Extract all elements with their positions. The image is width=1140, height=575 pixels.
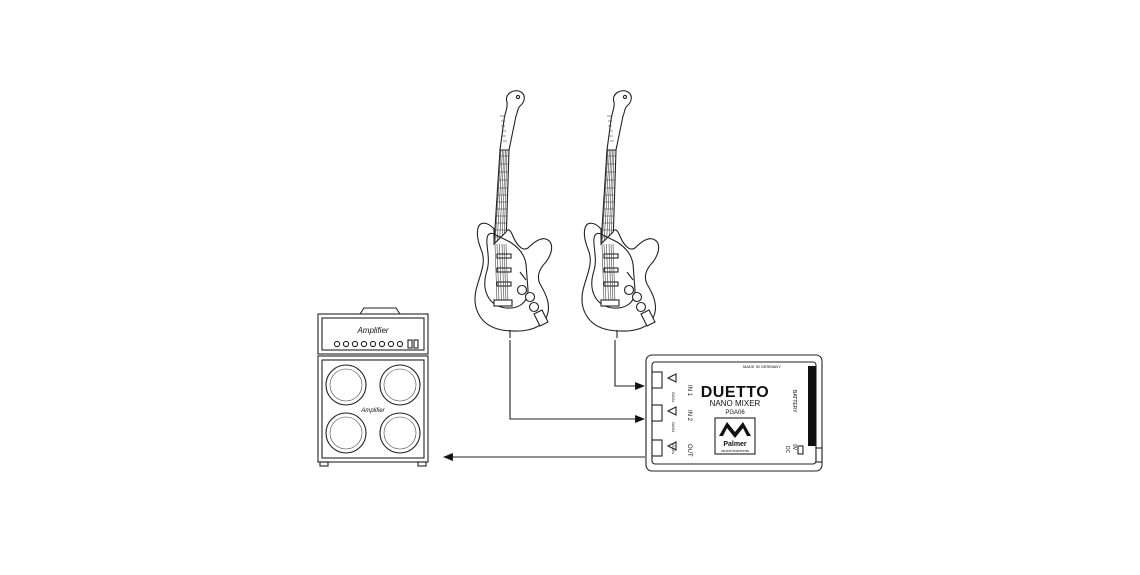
amp-cabinet (317, 355, 429, 463)
amp-head-knobs (333, 339, 419, 349)
dc-socket-icon (797, 445, 804, 455)
electric-guitar-icon (474, 90, 553, 339)
signal-cables (443, 340, 645, 461)
dc-label: DC (784, 446, 790, 454)
electric-guitar-icon (581, 90, 660, 339)
gain2-label: GAIN (671, 422, 676, 432)
palmer-tagline: musical instruments (721, 449, 750, 453)
mixer-subtitle: NANO MIXER (710, 399, 761, 408)
out-label: OUT (686, 444, 692, 457)
battery-slot (808, 366, 816, 446)
jack-in-1: IN 1 GAIN (651, 371, 692, 402)
palmer-brand: Palmer (723, 441, 747, 448)
mixer-model: PGA06 (725, 410, 745, 416)
in1-label: IN 1 (686, 385, 692, 397)
jack-in-2: IN 2 GAIN (651, 404, 692, 432)
guitar-2 (581, 90, 660, 339)
in2-label: IN 2 (686, 410, 692, 422)
amp-cab-logo: Amplifier (360, 408, 385, 414)
speaker-cones (325, 364, 421, 454)
guitar-1 (474, 90, 553, 339)
made-in-label: MADE IN GERMANY (743, 364, 781, 369)
amp-head (317, 313, 429, 355)
mixer-title: DUETTO (701, 384, 769, 401)
palmer-mountain-icon (719, 422, 751, 438)
palmer-logo: Palmer musical instruments (714, 417, 756, 455)
jack-out: OUT GAIN (651, 439, 692, 457)
battery-label: BATTERY (791, 390, 797, 413)
amp-handle (359, 307, 401, 315)
amp-head-logo: Amplifier (356, 326, 388, 335)
cable-guitar1-to-in2 (509, 340, 645, 423)
gain3-label: GAIN (671, 444, 676, 454)
dc-rating: 9V (791, 444, 797, 451)
nano-mixer: MADE IN GERMANY IN 1 GAIN IN 2 GAIN OUT … (645, 354, 823, 472)
mixer-housing (645, 354, 823, 472)
amplifier-stack: Amplifier Amplifier (317, 307, 429, 467)
cable-guitar2-to-in1 (614, 340, 645, 390)
gain1-label: GAIN (671, 392, 676, 402)
